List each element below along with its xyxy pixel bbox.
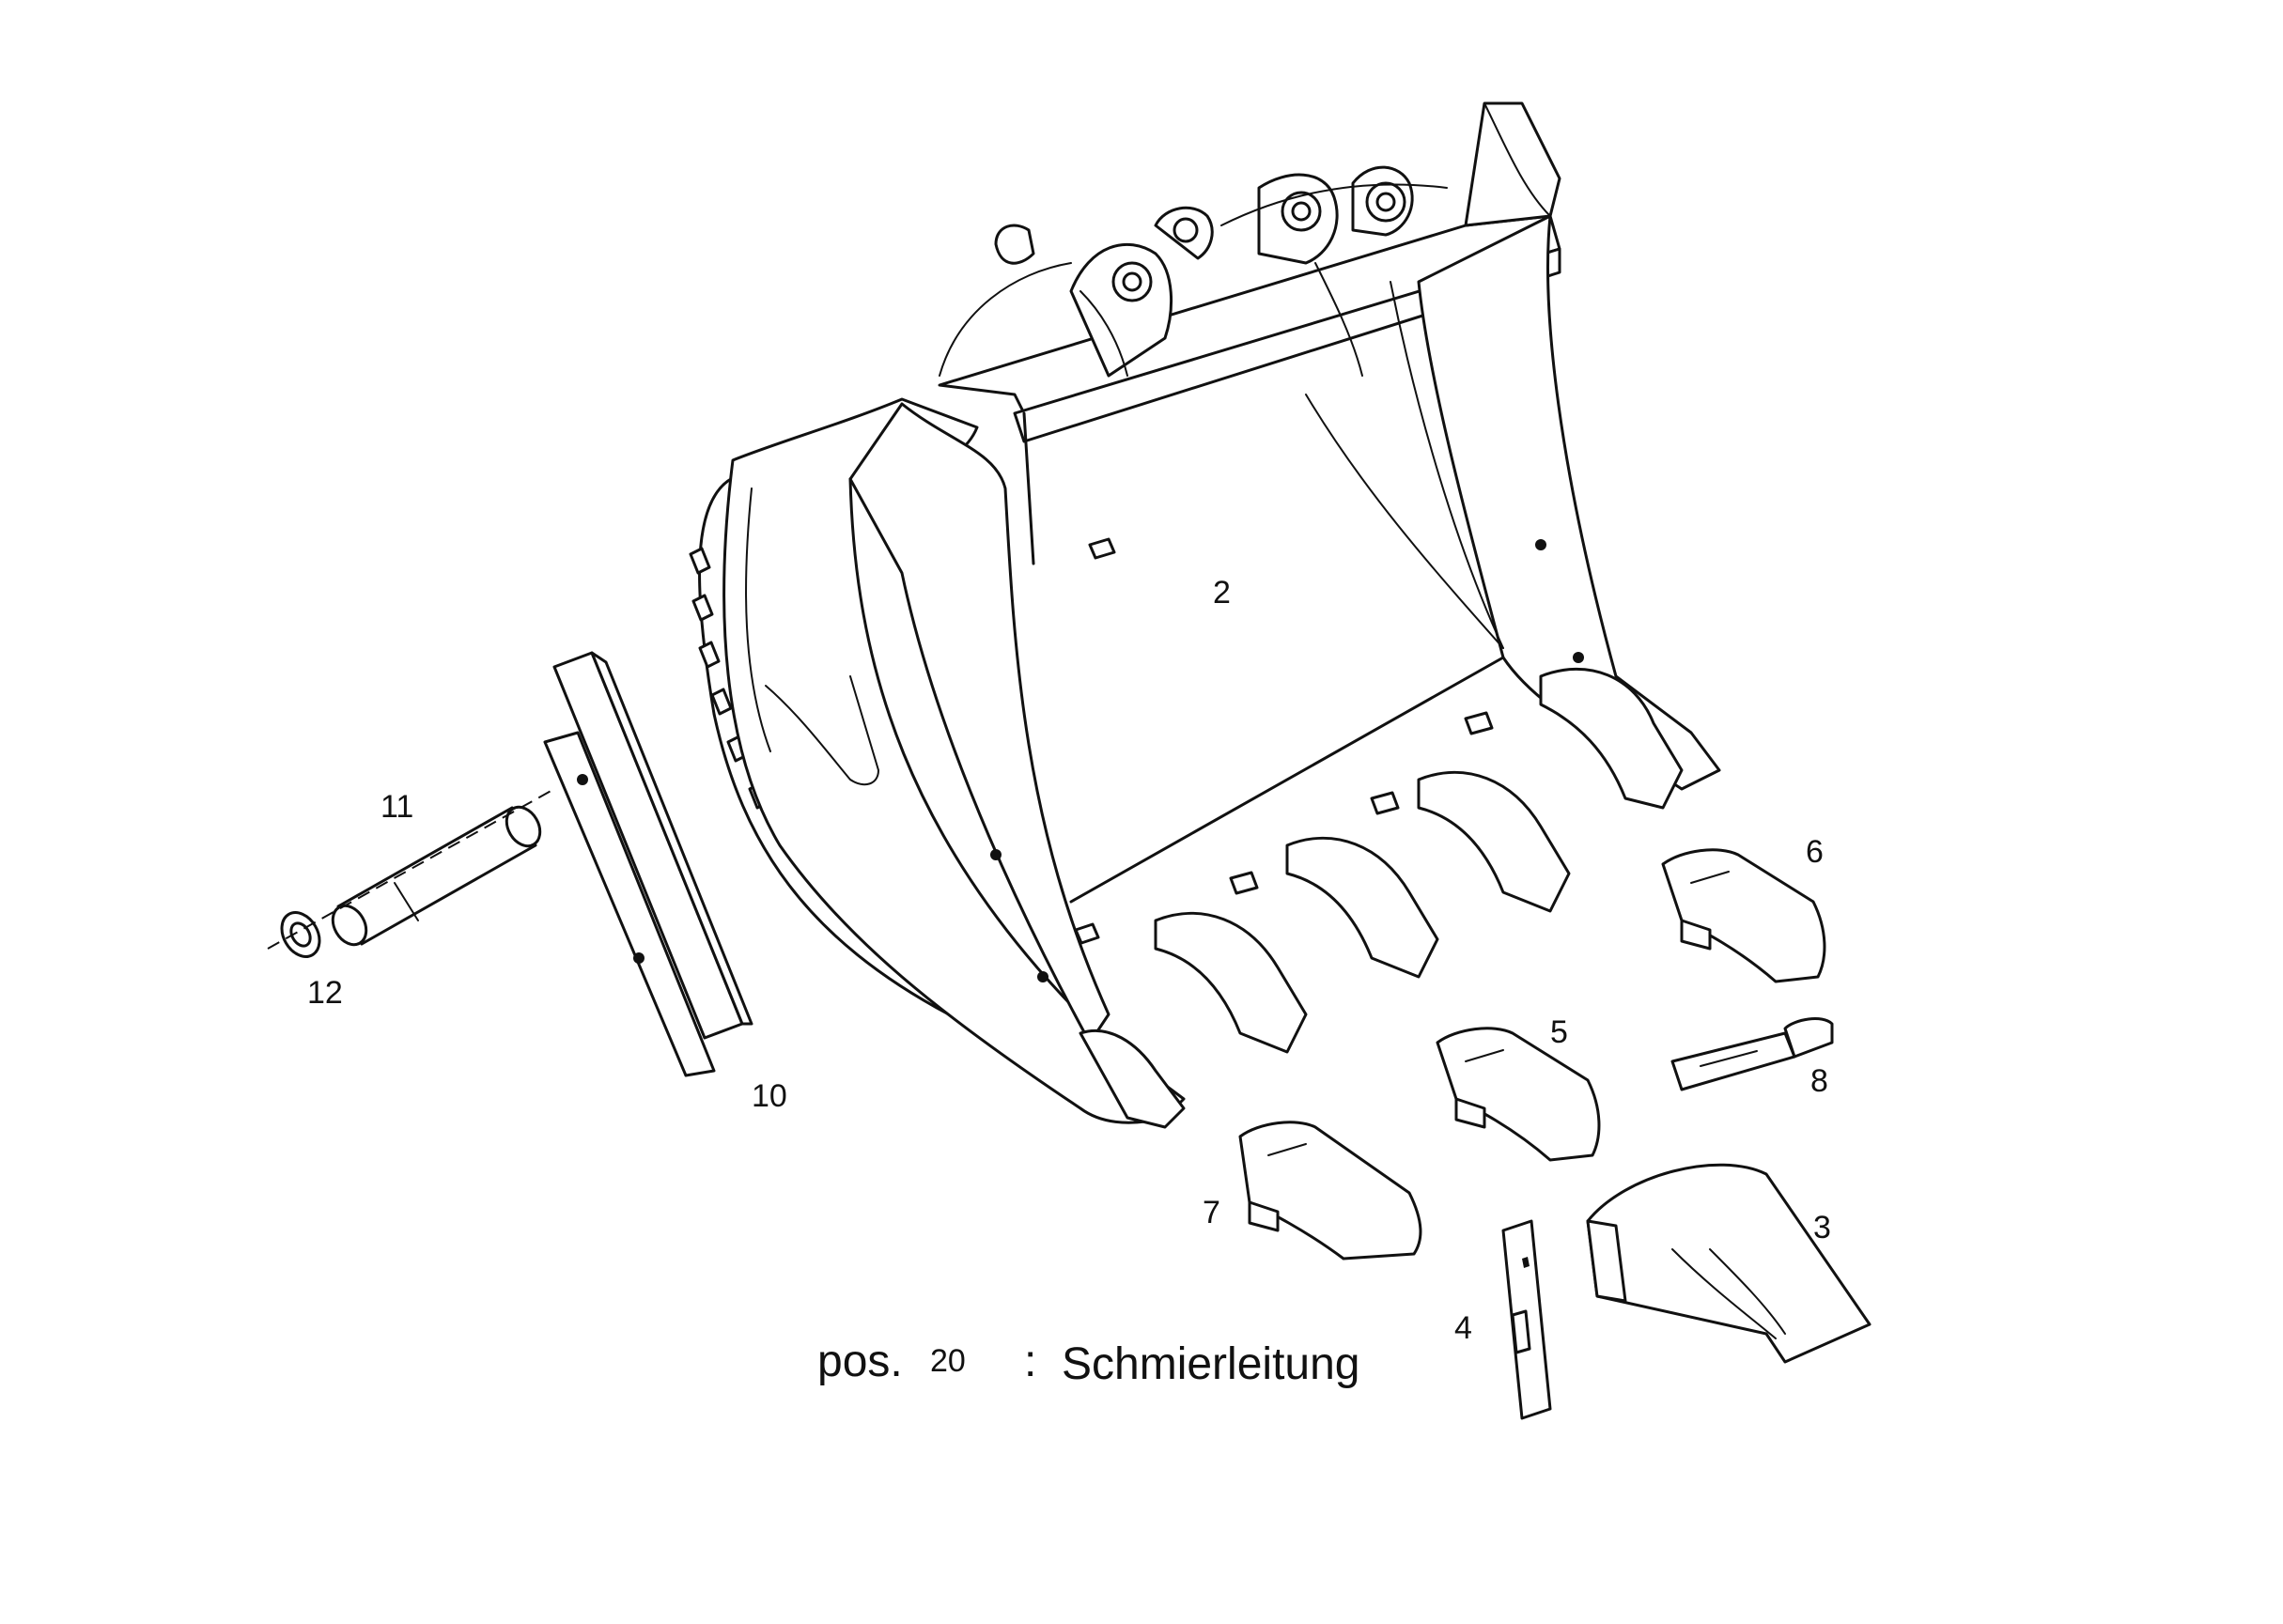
caption-colon: : [1024,1337,1036,1386]
tooth-adapters [1074,537,1684,1129]
label-part-4: 4 [1454,1310,1472,1346]
tooth-part-6 [1661,848,1826,983]
label-part-11: 11 [380,789,413,825]
label-part-12: 12 [307,975,343,1011]
ring-part-12 [280,911,321,958]
caption: pos. 20 : Schmierleitung [817,1337,1359,1389]
hinge-lugs [994,165,1414,378]
label-part-5: 5 [1550,1014,1568,1050]
side-cutter-part-10 [543,651,753,1077]
locking-pin-part-4 [1501,1219,1552,1420]
label-part-7: 7 [1203,1195,1220,1230]
label-part-3: 3 [1813,1210,1831,1245]
caption-number: 20 [930,1343,966,1379]
caption-pos: pos. [817,1337,903,1386]
pin-part-11 [331,805,542,947]
bucket-body [689,101,1721,1129]
label-part-6: 6 [1806,834,1824,870]
label-part-8: 8 [1810,1063,1828,1099]
caption-text: Schmierleitung [1062,1339,1359,1389]
label-part-10: 10 [752,1078,787,1114]
assembly-axis-line [267,788,555,950]
tooth-part-3 [1586,1163,1871,1364]
tooth-part-7 [1238,1121,1422,1261]
label-part-2: 2 [1213,575,1231,611]
retainer-part-8 [1670,1017,1834,1091]
tooth-part-5 [1436,1027,1601,1162]
